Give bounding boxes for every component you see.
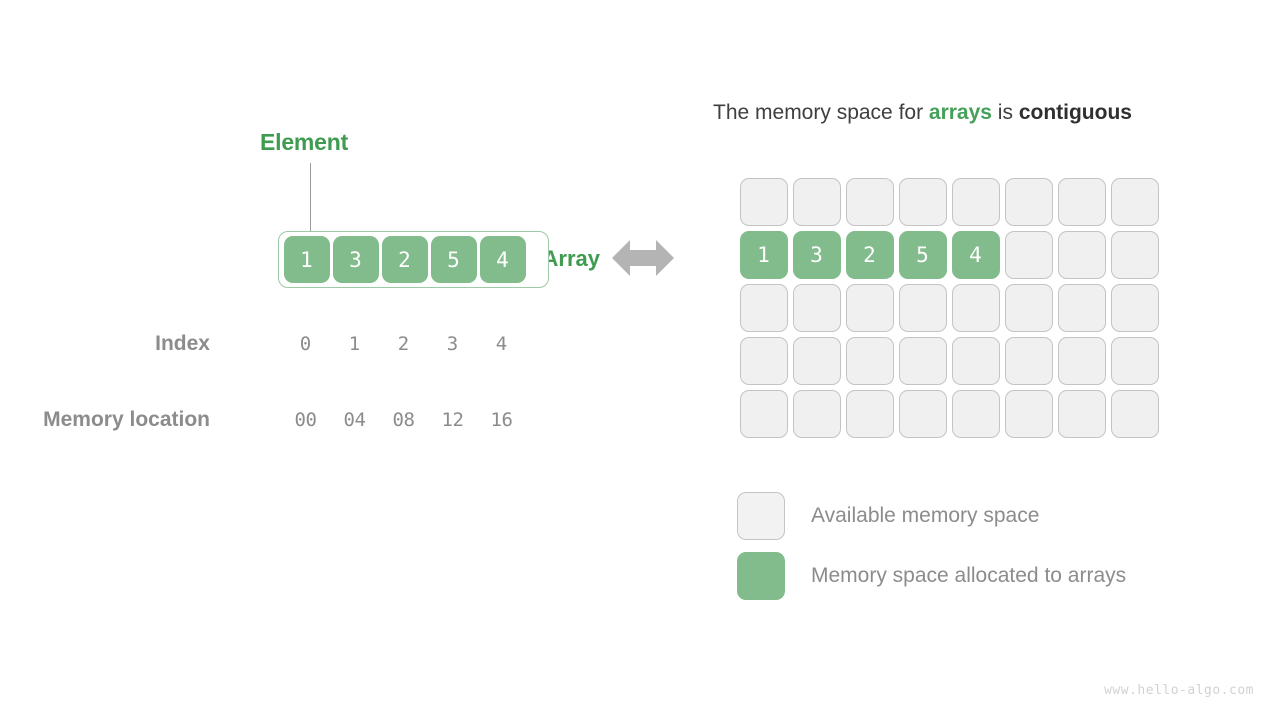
memory-cell-free (1057, 178, 1106, 226)
memory-heading-part1: The memory space for (713, 101, 929, 124)
memory-cell-free (739, 337, 788, 385)
memory-cell-free (1057, 390, 1106, 438)
memory-cell-free (1057, 337, 1106, 385)
memory-cell-free (1110, 231, 1159, 279)
memory-heading-arrays-highlight: arrays (928, 101, 992, 124)
array-cell: 1 (283, 236, 330, 283)
index-row-label: Index (155, 332, 210, 355)
legend-label: Memory space allocated to arrays (811, 564, 1127, 587)
memory-cell-free (1110, 390, 1159, 438)
memory-cell-free (792, 284, 841, 332)
index-value: 3 (446, 333, 459, 355)
memory-space-panel: The memory space for arrays is contiguou… (700, 0, 1280, 720)
element-callout-connector-line (310, 163, 311, 237)
memory-cell-free (1004, 284, 1053, 332)
memory-cell-free (1057, 284, 1106, 332)
memory-cell-free (1004, 337, 1053, 385)
element-callout-label: Element (260, 129, 349, 155)
memory-grid-row (737, 284, 1161, 337)
memory-cell-free (898, 284, 947, 332)
index-value: 2 (397, 333, 410, 355)
memory-cell-free (898, 178, 947, 226)
legend-label: Available memory space (811, 504, 1040, 527)
memory-location-row-label: Memory location (43, 408, 210, 431)
double-headed-arrow-icon (612, 240, 674, 276)
array-cell: 5 (430, 236, 477, 283)
watermark: www.hello-algo.com (1104, 683, 1254, 698)
memory-location-value: 00 (294, 409, 317, 431)
memory-location-value: 08 (392, 409, 415, 431)
index-value: 1 (348, 333, 361, 355)
memory-cell-free (845, 178, 894, 226)
memory-location-values-row: 00 04 08 12 16 (278, 409, 549, 431)
memory-cell-free (739, 178, 788, 226)
memory-cell-free (1110, 284, 1159, 332)
memory-cell-free (898, 390, 947, 438)
memory-cell-free (792, 178, 841, 226)
memory-cell-free (1057, 231, 1106, 279)
memory-heading-contiguous-highlight: contiguous (1018, 101, 1132, 124)
memory-grid-row (737, 337, 1161, 390)
legend-item: Memory space allocated to arrays (737, 552, 1126, 600)
index-value: 0 (299, 333, 312, 355)
array-cell: 3 (332, 236, 379, 283)
memory-cell-free (845, 284, 894, 332)
memory-cell-free (1004, 390, 1053, 438)
legend-swatch-free (737, 492, 785, 540)
memory-heading: The memory space for arrays is contiguou… (713, 101, 1132, 125)
memory-cell-free (792, 337, 841, 385)
memory-cell-free (1004, 178, 1053, 226)
index-value: 4 (495, 333, 508, 355)
memory-grid-row (737, 390, 1161, 443)
memory-cell-allocated: 4 (951, 231, 1000, 279)
memory-cell-free (792, 390, 841, 438)
memory-cell-free (1110, 178, 1159, 226)
memory-location-value: 04 (343, 409, 366, 431)
legend-swatch-used (737, 552, 785, 600)
memory-location-value: 12 (441, 409, 464, 431)
array-cell: 4 (479, 236, 526, 283)
memory-cell-allocated: 2 (845, 231, 894, 279)
memory-cell-allocated: 3 (792, 231, 841, 279)
index-values-row: 0 1 2 3 4 (278, 333, 549, 355)
memory-cell-free (951, 337, 1000, 385)
memory-cell-allocated: 1 (739, 231, 788, 279)
memory-cell-free (845, 390, 894, 438)
memory-cell-free (1110, 337, 1159, 385)
memory-cell-free (739, 284, 788, 332)
memory-cell-free (951, 178, 1000, 226)
memory-heading-part2: is (991, 101, 1019, 124)
array-cell: 2 (381, 236, 428, 283)
memory-location-value: 16 (490, 409, 513, 431)
memory-cell-free (951, 284, 1000, 332)
memory-cell-free (739, 390, 788, 438)
memory-cell-allocated: 5 (898, 231, 947, 279)
memory-grid-row (737, 178, 1161, 231)
legend-item: Available memory space (737, 492, 1126, 540)
memory-cell-free (898, 337, 947, 385)
memory-cell-free (845, 337, 894, 385)
memory-cell-free (1004, 231, 1053, 279)
memory-cell-free (951, 390, 1000, 438)
array-row-label: Array (542, 246, 600, 271)
